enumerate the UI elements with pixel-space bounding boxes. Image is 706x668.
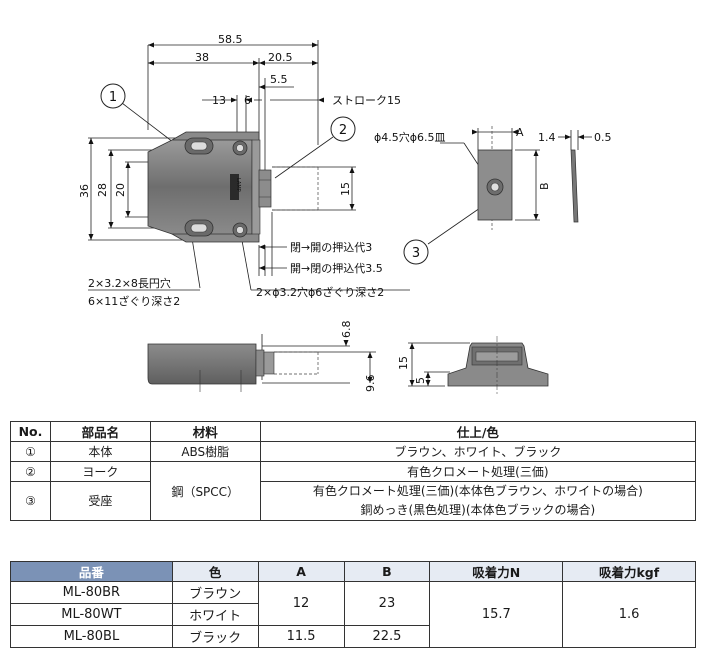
table-row: ② ヨーク 鋼（SPCC） 有色クロメート処理(三価)	[10, 461, 697, 521]
dim-b: B	[538, 182, 551, 190]
dim-5-5: 5.5	[270, 73, 288, 86]
model-table: 品番 色 A B 吸着力N 吸着力kgf ML-80BR ブラウン 12 23 …	[10, 561, 696, 648]
dim-58-5: 58.5	[218, 33, 243, 46]
plate-hole-text: ϕ4.5穴ϕ6.5皿	[374, 130, 446, 144]
open-push-text: 閉→開の押込代3	[290, 240, 372, 254]
table-row: ML-80BR ブラウン 12 23 15.7 1.6	[10, 581, 696, 648]
dim-0-5: 0.5	[594, 131, 612, 144]
latch-body-end-view	[447, 336, 549, 394]
latch-body-side-view	[147, 343, 275, 392]
dim-20-5: 20.5	[268, 51, 293, 64]
round-hole-text: 2×ϕ3.2穴ϕ6ざぐり深さ2	[256, 285, 384, 299]
model-header-row: 品番 色 A B 吸着力N 吸着力kgf	[10, 561, 696, 582]
svg-text:1: 1	[109, 90, 117, 105]
close-push-text: 開→閉の押込代3.5	[290, 261, 383, 275]
dim-28: 28	[96, 183, 109, 197]
dim-38: 38	[195, 51, 209, 64]
col-color: 色	[171, 561, 259, 582]
slot-counterbore-text: 6×11ざぐり深さ2	[88, 294, 180, 308]
col-force-kgf: 吸着力kgf	[562, 561, 696, 582]
table-row: ③ 受座 有色クロメート処理(三価)(本体色ブラウン、ホワイトの場合) 銅めっき…	[10, 481, 697, 521]
svg-text:2: 2	[339, 123, 347, 138]
col-finish: 仕上/色	[259, 421, 697, 442]
dim-a: A	[516, 126, 524, 139]
dim-6-8: 6.8	[340, 321, 353, 339]
dim-15-side: 15	[397, 356, 410, 370]
table-row: ML-80BL ブラック 11.5 22.5	[10, 625, 696, 648]
callout-1: 1	[100, 83, 126, 109]
col-force-n: 吸着力N	[429, 561, 564, 582]
dim-stroke: ストローク15	[332, 94, 401, 107]
dim-5: 5	[414, 377, 427, 384]
dim-20: 20	[114, 183, 127, 197]
strike-plate-side-view	[570, 149, 579, 223]
col-part-name: 部品名	[49, 421, 151, 442]
col-material: 材料	[149, 421, 261, 442]
dim-13: 13	[212, 94, 226, 107]
dim-36: 36	[78, 184, 91, 198]
slot-hole-text: 2×3.2×8長円穴	[88, 276, 171, 290]
strike-plate-front-view	[477, 149, 513, 221]
table-row: ① 本体 ABS樹脂 ブラウン、ホワイト、ブラック	[10, 441, 697, 462]
dim-15: 15	[339, 182, 352, 196]
dim-6: 6	[244, 94, 251, 107]
parts-header-row: No. 部品名 材料 仕上/色	[10, 421, 697, 442]
col-part-number: 品番	[10, 561, 173, 582]
dim-1-4: 1.4	[538, 131, 556, 144]
col-a: A	[257, 561, 345, 582]
col-no: No.	[10, 421, 51, 442]
dim-9-6: 9.6	[364, 375, 377, 393]
svg-text:3: 3	[412, 246, 420, 261]
callout-2: 2	[330, 116, 356, 142]
callout-3: 3	[403, 239, 429, 265]
parts-table: No. 部品名 材料 仕上/色 ① 本体 ABS樹脂 ブラウン、ホワイト、ブラッ…	[10, 421, 697, 521]
latch-body-top-view: LAMP	[147, 131, 272, 243]
technical-drawing: LAMP 1 2 3 58.5 38 20.5 5.5	[78, 33, 612, 394]
col-b: B	[343, 561, 431, 582]
logo-text: LAMP	[235, 178, 241, 192]
